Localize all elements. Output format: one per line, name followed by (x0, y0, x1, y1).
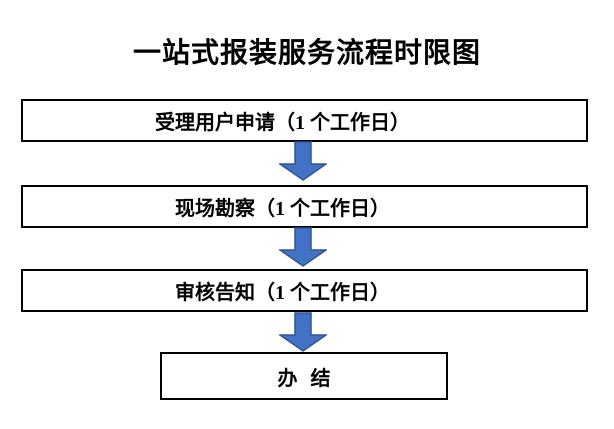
step-label: 审核告知（1 个工作日） (175, 282, 390, 304)
down-arrow-icon (279, 312, 327, 352)
step-review-notify-box: 审核告知（1 个工作日） (21, 269, 588, 312)
down-arrow-shape (279, 141, 327, 181)
step-label: 现场勘察（1 个工作日） (175, 198, 390, 220)
down-arrow-icon (279, 141, 327, 181)
down-arrow-icon (279, 227, 327, 267)
step-accept-application-box: 受理用户申请（1 个工作日） (21, 99, 588, 142)
step-label: 受理用户申请（1 个工作日） (155, 112, 410, 134)
step-site-survey-box: 现场勘察（1 个工作日） (21, 185, 588, 228)
step-label: 办 结 (277, 367, 331, 390)
step-completion-box: 办 结 (160, 352, 448, 400)
diagram-title: 一站式报装服务流程时限图 (132, 38, 481, 69)
down-arrow-shape (279, 227, 327, 267)
down-arrow-shape (279, 312, 327, 352)
